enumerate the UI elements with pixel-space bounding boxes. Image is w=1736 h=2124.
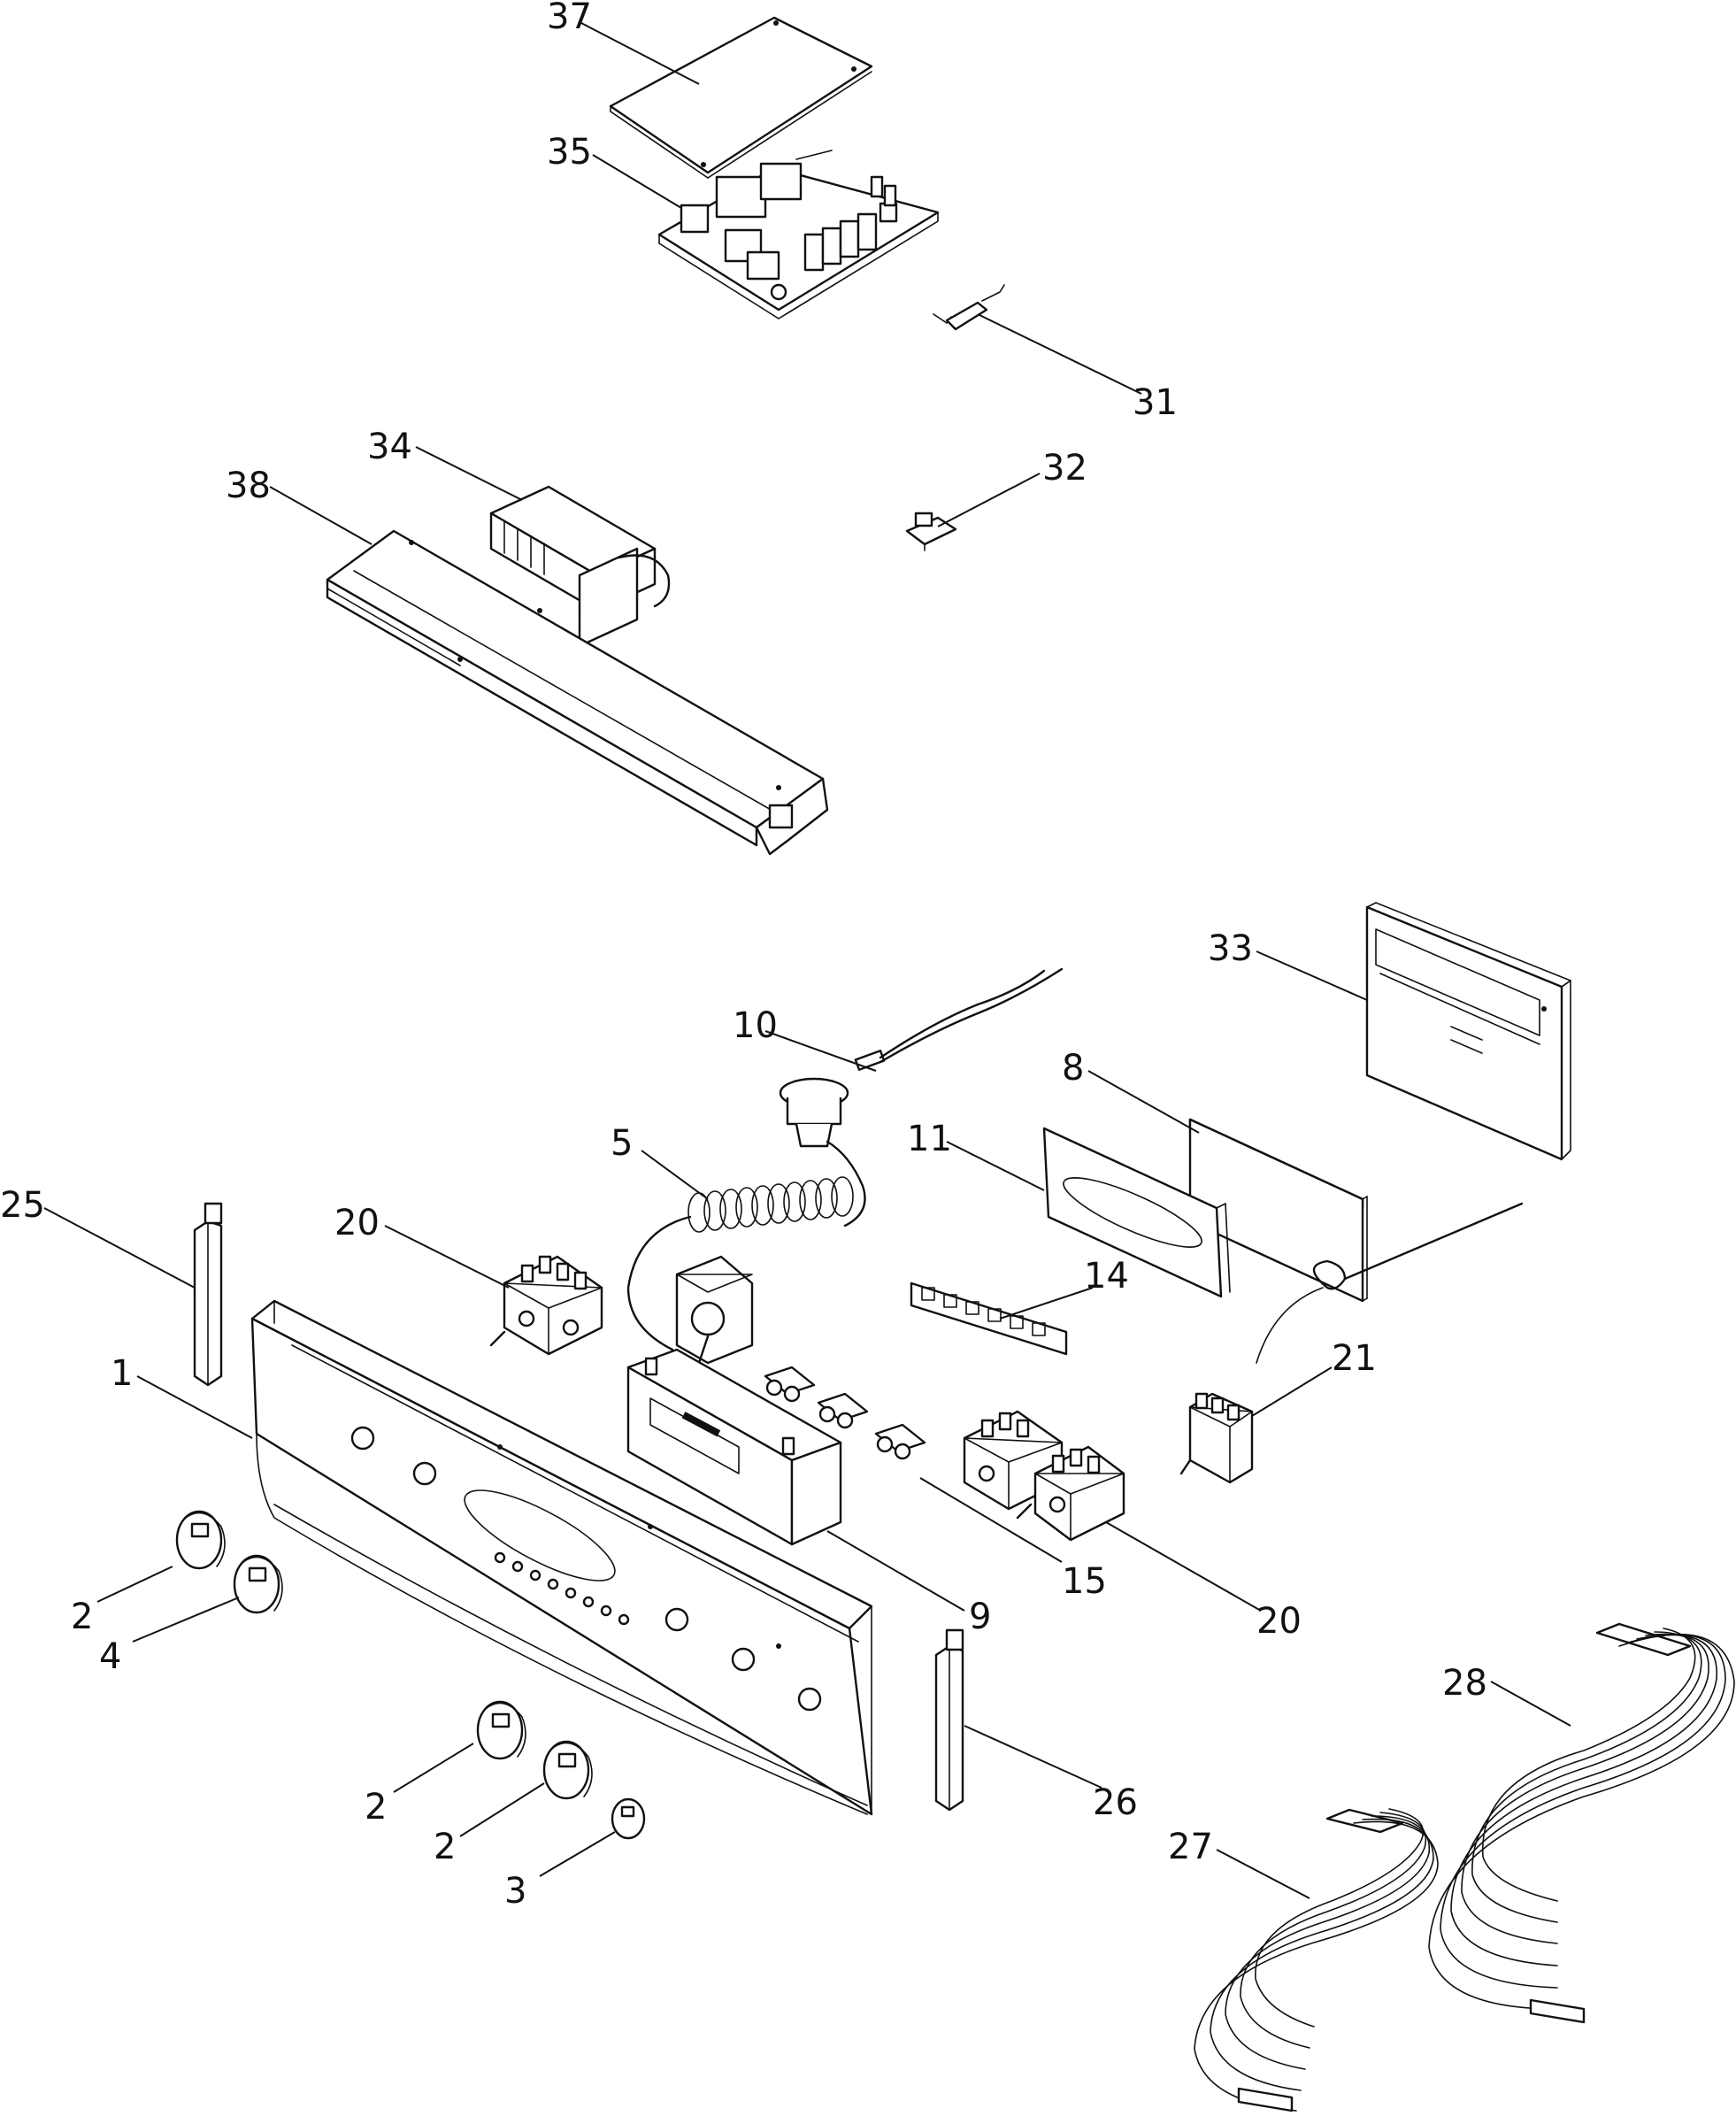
callout-2-b: 2	[365, 1787, 387, 1828]
part-27-ribbon-cable	[1194, 1808, 1439, 2112]
callout-10: 10	[733, 1005, 778, 1046]
callout-27: 27	[1168, 1827, 1213, 1867]
callout-38: 38	[226, 466, 271, 506]
part-20-selector-switch-right	[963, 1410, 1125, 1542]
part-9-programmer-module	[626, 1348, 842, 1546]
part-thermostat-switch	[675, 1255, 754, 1365]
part-5-lamp-socket-coil	[626, 1077, 866, 1351]
part-2-knob-c	[542, 1740, 593, 1800]
part-25-left-bracket	[193, 1202, 223, 1387]
part-37-cover-plate	[609, 16, 873, 179]
leader-lines	[43, 21, 1571, 1899]
part-31-sensor	[933, 284, 1005, 331]
callout-3: 3	[504, 1871, 526, 1912]
callout-labels: 37 35 31 34 38 32 33 10 8 5 11 25 20 14 …	[0, 0, 1487, 1912]
callout-20-right: 20	[1256, 1601, 1302, 1642]
callout-5: 5	[611, 1123, 633, 1164]
callout-8: 8	[1062, 1048, 1084, 1089]
coil-cord	[687, 1176, 854, 1233]
part-32-switch	[905, 512, 957, 551]
part-33-display-frame	[1365, 902, 1571, 1161]
part-10-lamp-wire	[854, 967, 1064, 1071]
callout-4: 4	[99, 1636, 121, 1677]
callout-31: 31	[1133, 382, 1178, 423]
part-26-right-bracket	[934, 1628, 964, 1812]
callout-25: 25	[0, 1185, 45, 1226]
callout-14: 14	[1084, 1256, 1129, 1297]
part-15-pushbutton-switches	[764, 1366, 926, 1460]
callout-37: 37	[547, 0, 592, 37]
callout-11: 11	[907, 1119, 952, 1159]
callout-2-c: 2	[434, 1827, 456, 1867]
part-2-knob-a	[175, 1510, 226, 1570]
part-4-knob	[233, 1554, 283, 1614]
callout-2-a: 2	[71, 1597, 93, 1637]
part-2-knob-b	[476, 1700, 526, 1760]
callout-9: 9	[969, 1597, 991, 1637]
callout-15: 15	[1062, 1561, 1107, 1602]
callout-20-left: 20	[334, 1203, 380, 1243]
part-21-thermostat	[1179, 1202, 1524, 1484]
part-20-selector-switch-left	[489, 1255, 603, 1356]
part-1-control-panel	[250, 1299, 873, 1816]
part-3-knob-small	[611, 1797, 646, 1840]
part-28-ribbon-cable	[1428, 1622, 1735, 2024]
callout-33: 33	[1208, 928, 1253, 969]
callout-35: 35	[547, 132, 592, 173]
callout-1: 1	[111, 1353, 133, 1394]
callout-26: 26	[1093, 1782, 1138, 1823]
part-34-transformer	[489, 485, 671, 648]
callout-32: 32	[1042, 448, 1087, 489]
callout-21: 21	[1332, 1338, 1377, 1379]
callout-28: 28	[1442, 1663, 1487, 1704]
part-11-display-lens	[1042, 1127, 1231, 1298]
part-8-window-panel	[1188, 1118, 1368, 1303]
callout-34: 34	[367, 427, 412, 467]
part-14-button-strip	[910, 1281, 1068, 1356]
part-35-control-board	[657, 150, 940, 319]
part-38-mounting-channel	[326, 529, 829, 856]
